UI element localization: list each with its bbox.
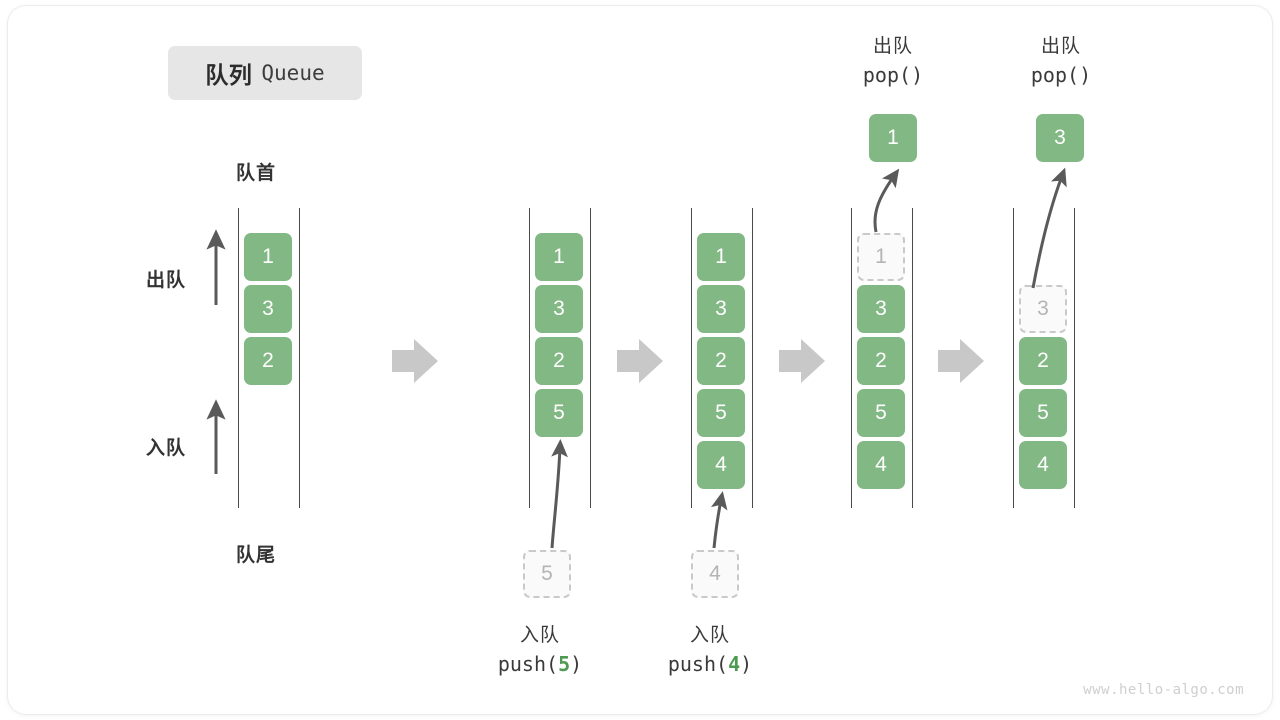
popped-element: 3 <box>1036 114 1084 162</box>
pop-3-cn: 出队 <box>1040 36 1081 57</box>
queue-cell: 2 <box>857 337 905 385</box>
pop-1-code: pop() <box>862 62 924 87</box>
push-4-operation-label: 入队 push(4) <box>610 622 810 679</box>
vacated-slot-ghost: 1 <box>857 233 905 281</box>
dequeue-axis-label: 出队 <box>146 270 187 291</box>
queue-tail-label: 队尾 <box>236 545 277 566</box>
pop-3-operation-label: 出队 pop() <box>961 33 1161 90</box>
queue-cell: 4 <box>857 441 905 489</box>
rail-left-col2 <box>529 208 530 508</box>
rail-right-col2 <box>590 208 591 508</box>
queue-cell: 5 <box>1019 389 1067 437</box>
queue-cell: 5 <box>697 389 745 437</box>
title-english: Queue <box>261 61 325 85</box>
vacated-slot-ghost: 3 <box>1019 285 1067 333</box>
rail-right-col4 <box>912 208 913 508</box>
pop-1-operation-label: 出队 pop() <box>793 33 993 90</box>
queue-cell: 2 <box>1019 337 1067 385</box>
site-watermark: www.hello-algo.com <box>1083 682 1244 698</box>
queue-cell: 3 <box>535 285 583 333</box>
diagram-card <box>8 6 1272 714</box>
enqueue-axis-label: 入队 <box>146 438 187 459</box>
queue-cell: 1 <box>535 233 583 281</box>
diagram-title-badge: 队列 Queue <box>168 46 362 100</box>
push-4-code: push(4) <box>667 651 753 676</box>
queue-cell: 3 <box>857 285 905 333</box>
queue-cell: 5 <box>857 389 905 437</box>
rail-right-col5 <box>1074 208 1075 508</box>
queue-cell: 2 <box>697 337 745 385</box>
rail-right-col1 <box>299 208 300 508</box>
incoming-element-ghost: 4 <box>691 550 739 598</box>
rail-right-col3 <box>752 208 753 508</box>
queue-cell: 2 <box>535 337 583 385</box>
push-4-cn: 入队 <box>689 625 730 646</box>
pop-3-code: pop() <box>1030 62 1092 87</box>
queue-cell: 2 <box>244 337 292 385</box>
push-5-operation-label: 入队 push(5) <box>440 622 640 679</box>
incoming-element-ghost: 5 <box>523 550 571 598</box>
rail-left-col3 <box>691 208 692 508</box>
queue-cell: 4 <box>1019 441 1067 489</box>
queue-cell: 1 <box>244 233 292 281</box>
push-5-cn: 入队 <box>519 625 560 646</box>
queue-cell: 3 <box>244 285 292 333</box>
rail-left-col5 <box>1013 208 1014 508</box>
popped-element: 1 <box>869 114 917 162</box>
pop-1-cn: 出队 <box>872 36 913 57</box>
rail-left-col4 <box>851 208 852 508</box>
queue-cell: 4 <box>697 441 745 489</box>
queue-cell: 5 <box>535 389 583 437</box>
queue-cell: 1 <box>697 233 745 281</box>
title-chinese: 队列 <box>205 62 253 88</box>
queue-head-label: 队首 <box>236 163 277 184</box>
push-5-code: push(5) <box>497 651 583 676</box>
queue-cell: 3 <box>697 285 745 333</box>
rail-left-col1 <box>238 208 239 508</box>
